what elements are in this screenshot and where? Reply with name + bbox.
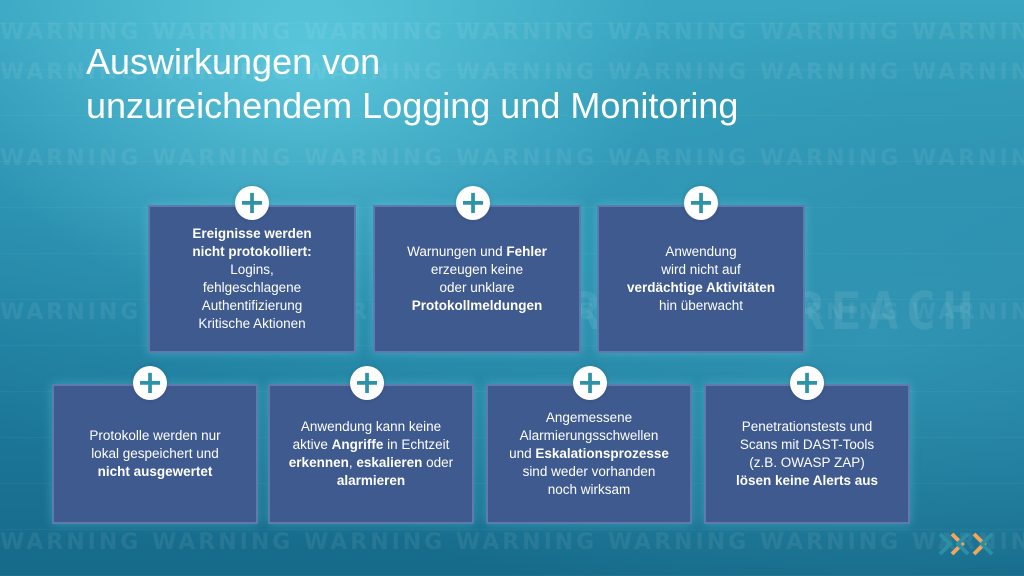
card-text-segment: noch wirksam — [547, 482, 631, 497]
card-text-segment: Penetrationstests und — [741, 419, 873, 434]
card-text-segment: Angemessene — [545, 410, 633, 425]
card-text-segment: hin überwacht — [658, 298, 744, 313]
plus-icon: + — [456, 186, 490, 220]
card-text-segment: (z.B. OWASP ZAP) — [749, 455, 865, 470]
card-text-segment: Authentifizierung — [201, 298, 303, 313]
title-line-1: Auswirkungen von — [86, 41, 381, 82]
card-text-segment: Eskalationsprozesse — [535, 446, 669, 461]
card-text-segment: Ereignisse werden — [192, 226, 312, 241]
plus-icon: + — [684, 186, 718, 220]
plus-icon: + — [573, 366, 607, 400]
card-text-segment: aktive — [292, 437, 332, 452]
warning-watermark: WARNING WARNING WARNING WARNING WARNING … — [0, 530, 1024, 555]
card-text-segment: Protokolle werden nur — [89, 428, 221, 443]
plus-icon: + — [790, 366, 824, 400]
impact-card-5-text: Anwendung kann keine aktive Angriffe in E… — [289, 418, 453, 490]
card-text-segment: Anwendung — [665, 244, 737, 259]
card-text-segment: Alarmierungsschwellen — [519, 428, 659, 443]
impact-card-2-text: Warnungen und Fehler erzeugen keine oder u… — [407, 243, 547, 315]
card-text-segment: nicht ausgewertet — [97, 464, 213, 479]
card-text-segment: fehlgeschlagene — [202, 280, 302, 295]
warning-watermark: WARNING WARNING WARNING WARNING WARNING … — [0, 60, 1024, 85]
card-text-segment: in Echtzeit — [383, 437, 450, 452]
impact-card-4: Protokolle werden nur lokal gespeichert u… — [52, 384, 258, 524]
card-text-segment: eskalieren — [356, 455, 423, 470]
impact-card-1: Ereignisse werden nicht protokolliert: Log… — [148, 205, 356, 353]
impact-card-5: Anwendung kann keine aktive Angriffe in E… — [268, 384, 474, 524]
card-text-segment: lösen keine Alerts aus — [735, 473, 879, 488]
plus-icon: + — [133, 366, 167, 400]
card-text-segment: und — [509, 446, 536, 461]
impact-card-3: Anwendung wird nicht auf verdächtige Aktiv… — [597, 205, 805, 353]
title-line-2: unzureichendem Logging und Monitoring — [86, 85, 739, 126]
brand-logo-icon — [938, 532, 994, 556]
card-text-segment: Logins, — [230, 262, 274, 277]
card-text-segment: Kritische Aktionen — [198, 316, 306, 331]
card-text-segment: alarmieren — [336, 473, 406, 488]
impact-card-2: Warnungen und Fehler erzeugen keine oder u… — [373, 205, 581, 353]
plus-icon: + — [350, 366, 384, 400]
card-text-segment: Protokollmeldungen — [411, 298, 543, 313]
slide-title: Auswirkungen von unzureichendem Logging … — [86, 40, 738, 128]
card-text-segment: Scans mit DAST-Tools — [739, 437, 875, 452]
warning-watermark: WARNING WARNING WARNING WARNING WARNING … — [0, 146, 1024, 171]
card-text-segment: nicht protokolliert: — [192, 244, 312, 259]
impact-card-1-text: Ereignisse werden nicht protokolliert: Log… — [192, 225, 311, 333]
warning-watermark: WARNING WARNING WARNING WARNING WARNING … — [0, 20, 1024, 45]
card-text-segment: oder — [422, 455, 454, 470]
card-text-segment: Fehler — [506, 244, 547, 259]
card-text-segment: , — [348, 455, 357, 470]
plus-icon: + — [235, 186, 269, 220]
card-text-segment: lokal gespeichert und — [91, 446, 219, 461]
impact-card-4-text: Protokolle werden nur lokal gespeichert u… — [89, 427, 220, 481]
card-text-segment: sind weder vorhanden — [522, 464, 656, 479]
card-text-segment: wird nicht auf — [661, 262, 741, 277]
card-text-segment: erkennen — [288, 455, 349, 470]
card-text-segment: Warnungen und — [407, 244, 507, 259]
card-text-segment: verdächtige Aktivitäten — [626, 280, 776, 295]
card-text-segment: oder unklare — [439, 280, 515, 295]
card-text-segment: Anwendung kann keine — [300, 419, 442, 434]
card-text-segment: Angriffe — [331, 437, 384, 452]
impact-card-3-text: Anwendung wird nicht auf verdächtige Aktiv… — [627, 243, 775, 315]
card-text-segment: erzeugen keine — [430, 262, 524, 277]
